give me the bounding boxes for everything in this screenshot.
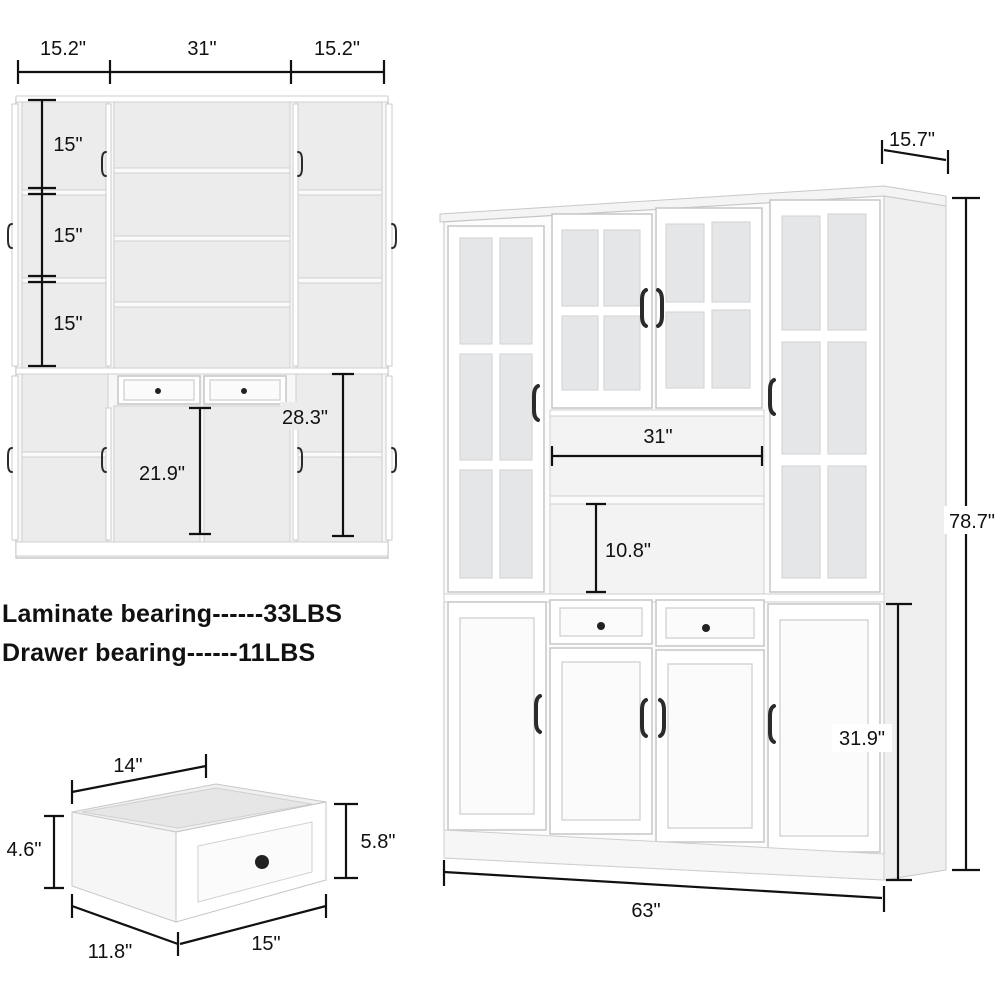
front-right-width-label: 15.2": [314, 38, 360, 60]
total-width-label: 63": [631, 900, 660, 922]
total-height-label: 78.7": [949, 511, 995, 533]
base-height-label: 31.9": [839, 728, 885, 750]
depth-label: 15.7": [889, 129, 935, 151]
center-cabinet-height-label: 21.9": [139, 463, 185, 485]
shelf-spacing-top-label: 15": [53, 134, 82, 156]
assembled-dimension-lines: [442, 140, 980, 912]
assembled-cabinet: [439, 185, 947, 881]
drawer-width-label: 14": [113, 755, 142, 777]
drawer-depth-label: 11.8": [88, 941, 133, 963]
shelf-spacing-dimension-lines: [28, 98, 56, 368]
drawer-front-width-label: 15": [251, 933, 280, 955]
front-left-width-label: 15.2": [40, 38, 86, 60]
drawer-bearing-spec: Drawer bearing------11LBS: [2, 639, 316, 667]
front-center-width-label: 31": [187, 38, 216, 60]
shelf-spacing-bottom-label: 15": [53, 313, 82, 335]
shelf-spacing-middle-label: 15": [53, 225, 82, 247]
drawer-front-height-label: 5.8": [361, 831, 396, 853]
hutch-opening-width-label: 31": [643, 426, 672, 448]
open-cabinet-front-view: [7, 95, 397, 559]
drawer-dimension-lines: [44, 754, 358, 956]
open-shelf-height-label: 10.8": [605, 540, 651, 562]
drawer-inner-height-label: 4.6": [7, 839, 42, 861]
laminate-bearing-spec: Laminate bearing------33LBS: [2, 600, 343, 628]
lower-cabinet-height-lines: [189, 372, 354, 538]
side-cabinet-height-label: 28.3": [282, 407, 328, 429]
front-width-dimension-lines: [16, 60, 386, 84]
drawer-illustration: [71, 783, 327, 923]
